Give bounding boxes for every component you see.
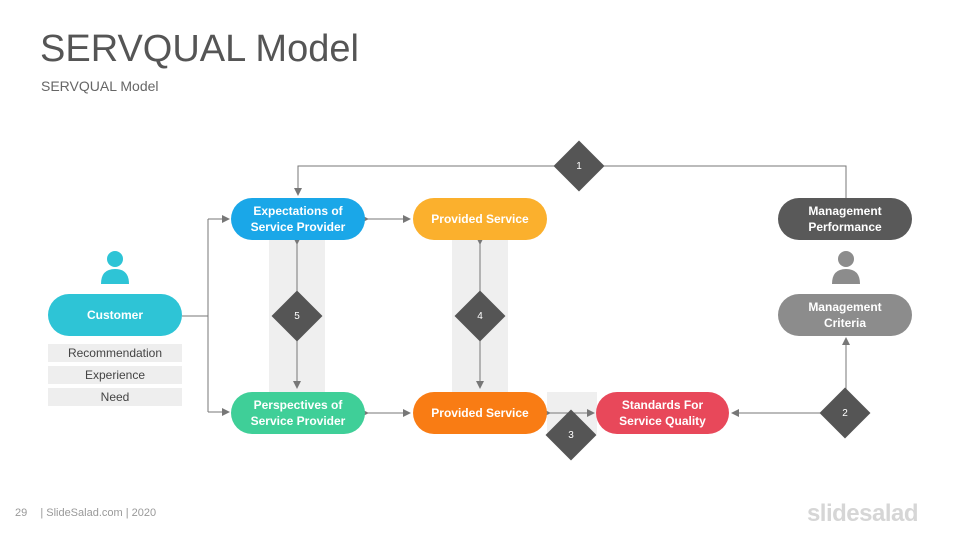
factor-experience: Experience [48,366,182,384]
provided-service-bottom-node: Provided Service [413,392,547,434]
expectations-node: Expectations of Service Provider [231,198,365,240]
person-icon [101,251,129,284]
footer: 29 | SlideSalad.com | 2020 [15,507,156,519]
gap-1-label: 1 [576,160,582,172]
perspectives-node: Perspectives of Service Provider [231,392,365,434]
standards-node: Standards For Service Quality [596,392,729,434]
page-number: 29 [15,507,28,519]
customer-node: Customer [48,294,182,336]
page-subtitle: SERVQUAL Model [41,78,159,94]
page-title: SERVQUAL Model [40,28,359,70]
person-icon [832,251,860,284]
gap-5-label: 5 [294,310,300,322]
provided-service-top-node: Provided Service [413,198,547,240]
brand-logo: slidesalad [806,500,919,527]
management-criteria-node: Management Criteria [778,294,912,336]
factor-recommendation: Recommendation [48,344,182,362]
factor-need: Need [48,388,182,406]
gap-4-label: 4 [477,310,483,322]
gap-3-label: 3 [568,429,574,441]
gap-2-label: 2 [842,407,848,419]
management-performance-node: Management Performance [778,198,912,240]
footer-text: | SlideSalad.com | 2020 [40,507,157,519]
